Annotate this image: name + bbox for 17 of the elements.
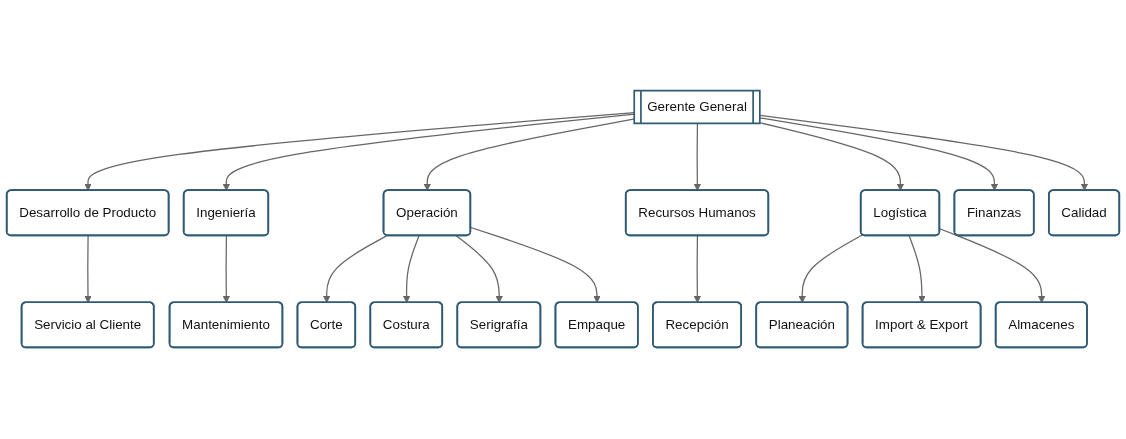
- arrow: [693, 235, 702, 304]
- arrow: [798, 234, 864, 304]
- arrow: [470, 227, 601, 304]
- arrow: [222, 235, 230, 304]
- arrow: [84, 235, 92, 304]
- arrow: [222, 113, 636, 192]
- arrow: [84, 112, 636, 192]
- arrow: [908, 235, 926, 304]
- arrow: [939, 228, 1046, 304]
- arrow: [455, 235, 503, 304]
- arrow: [759, 115, 1089, 192]
- arrow: [693, 123, 702, 192]
- arrow: [402, 235, 420, 304]
- arrow: [759, 122, 905, 192]
- arrow: [423, 118, 636, 192]
- arrow: [323, 235, 388, 304]
- arrow: [759, 117, 999, 192]
